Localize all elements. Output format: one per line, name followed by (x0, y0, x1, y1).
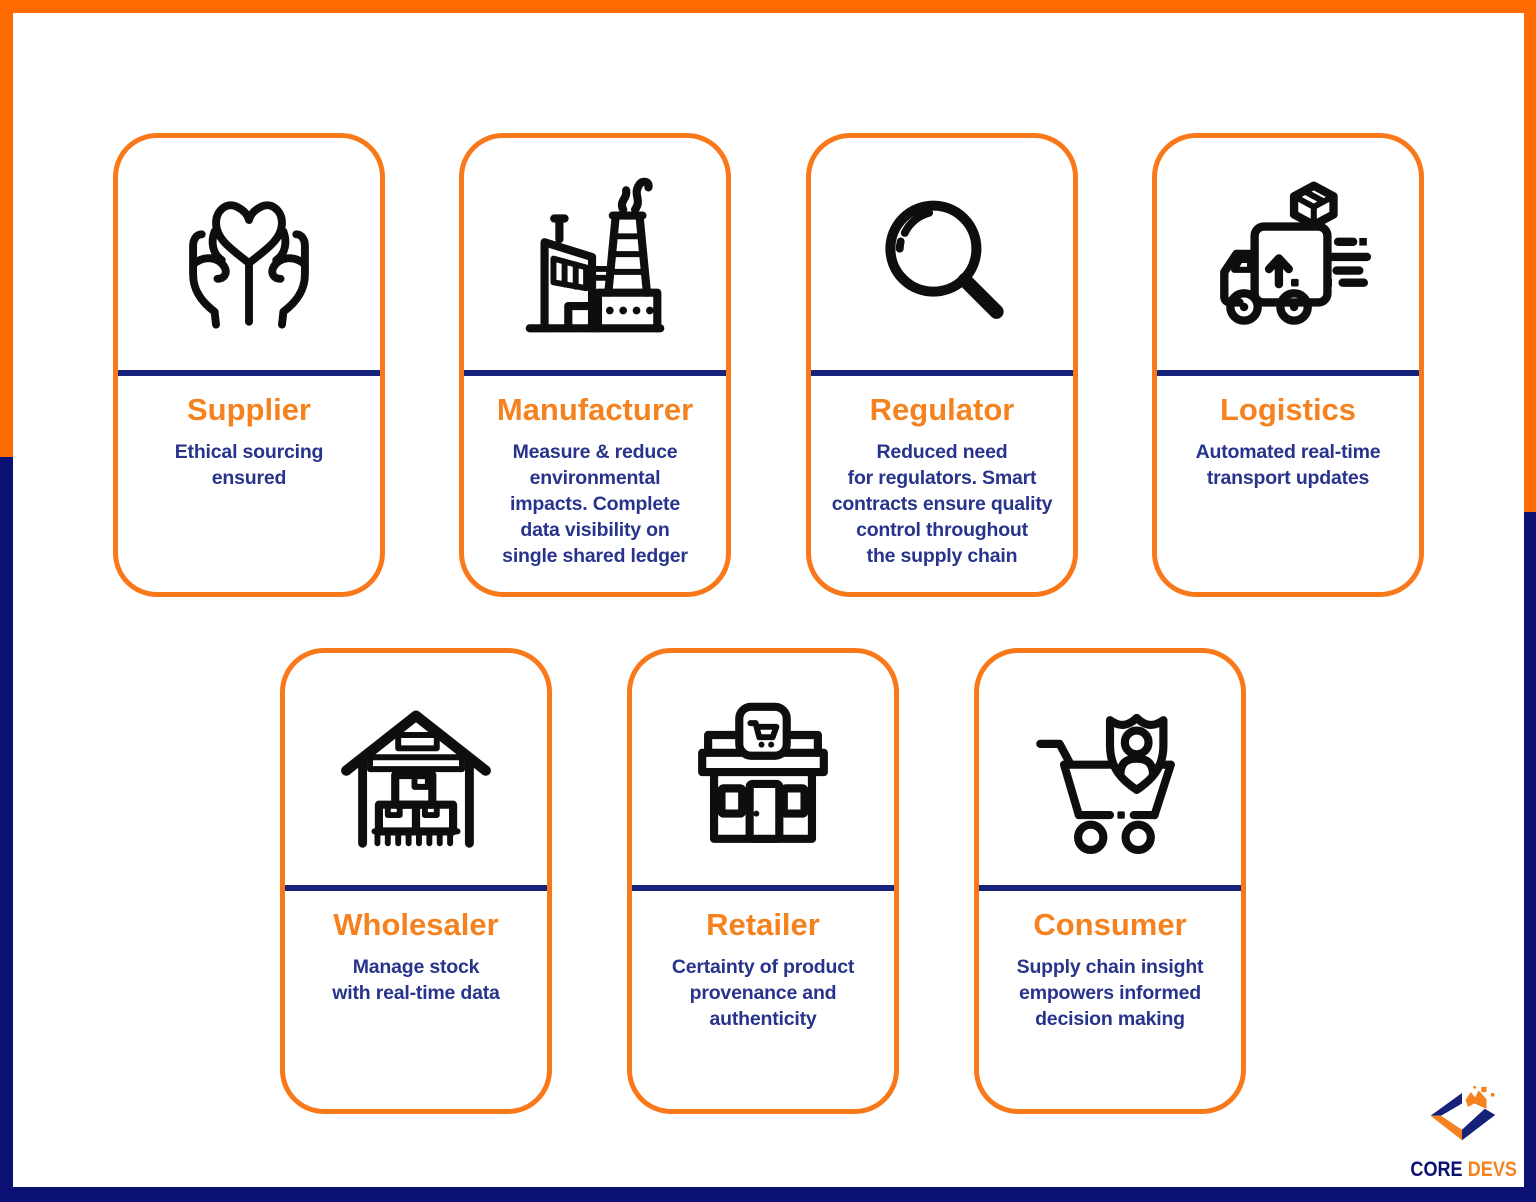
factory-icon (525, 177, 665, 332)
core-devs-cube-icon (1430, 1086, 1496, 1141)
card-description: Reduced need for regulators. Smart contr… (831, 441, 1053, 567)
card-title: Retailer (706, 907, 820, 942)
card-description: Certainty of product provenance and auth… (671, 956, 855, 1030)
card-title: Consumer (1033, 907, 1187, 942)
card-title: Logistics (1219, 392, 1357, 427)
card-title: Manufacturer (496, 392, 694, 427)
delivery-truck-icon (1220, 180, 1372, 325)
card-logistics: Logistics Automated real-time transport … (1152, 133, 1424, 597)
card-title: Supplier (186, 392, 311, 427)
logo-text-core: CORE (1410, 1158, 1463, 1181)
card-description: Measure & reduce environmental impacts. … (502, 441, 688, 567)
card-divider (118, 370, 380, 376)
card-description: Automated real-time transport updates (1195, 441, 1381, 489)
card-manufacturer: Manufacturer Measure & reduce environmen… (459, 133, 731, 597)
cart-shield-user-icon (1036, 713, 1175, 854)
frame-left-bar-navy (0, 457, 13, 1202)
card-divider (632, 885, 894, 891)
frame-left-bar-orange (0, 0, 13, 457)
card-wholesaler: Wholesaler Manage stock with real-time d… (280, 648, 552, 1114)
frame-top-bar (0, 0, 1536, 13)
hands-holding-heart-icon (189, 200, 309, 329)
card-divider (811, 370, 1073, 376)
card-regulator: Regulator Reduced need for regulators. S… (806, 133, 1078, 597)
card-divider (464, 370, 726, 376)
card-divider (1157, 370, 1419, 376)
card-description: Ethical sourcing ensured (174, 441, 324, 489)
frame-right-bar-orange (1524, 0, 1536, 512)
card-divider (285, 885, 547, 891)
logo-text-devs: DEVS (1467, 1158, 1517, 1181)
card-supplier: Supplier Ethical sourcing ensured (113, 133, 385, 597)
magnifying-glass-icon (885, 200, 1004, 319)
card-divider (979, 885, 1241, 891)
card-retailer: Retailer Certainty of product provenance… (627, 648, 899, 1114)
warehouse-boxes-icon (341, 710, 491, 848)
card-title: Wholesaler (333, 907, 499, 942)
card-consumer: Consumer Supply chain insight empowers i… (974, 648, 1246, 1114)
card-description: Supply chain insight empowers informed d… (1016, 956, 1204, 1030)
card-description: Manage stock with real-time data (332, 956, 500, 1004)
frame-right-bar-navy (1524, 512, 1536, 1202)
storefront-icon (698, 702, 828, 843)
card-title: Regulator (869, 392, 1015, 427)
frame-bottom-bar (0, 1187, 1536, 1202)
